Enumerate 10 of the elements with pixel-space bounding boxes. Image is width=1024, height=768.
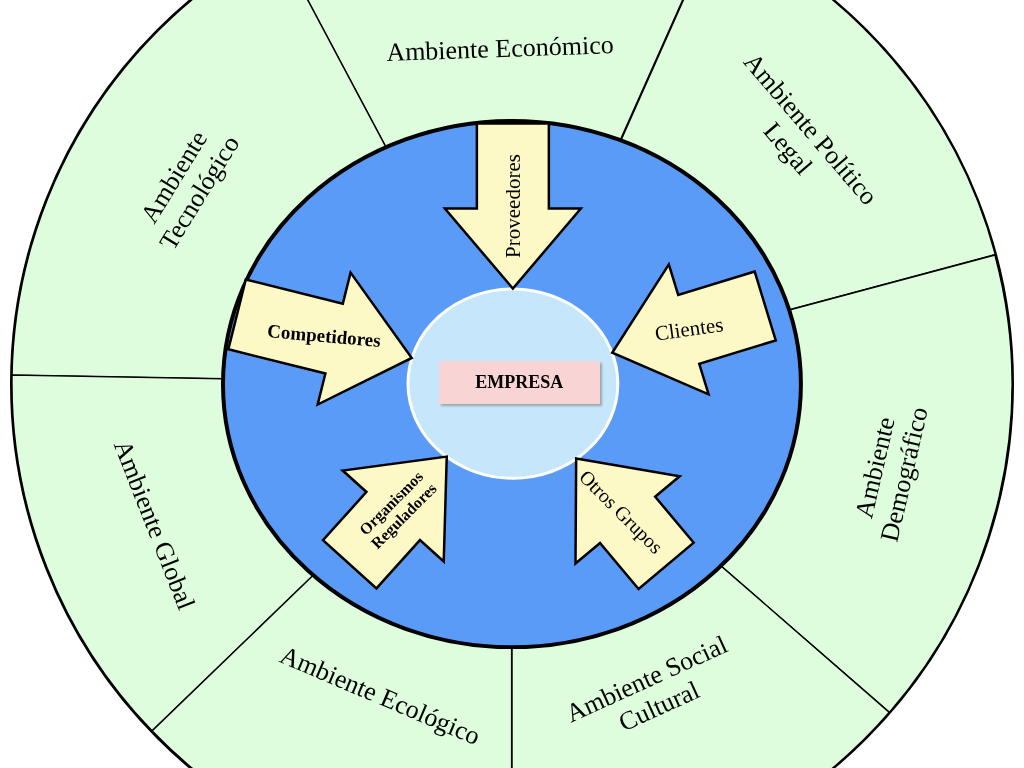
- edge-label: Proveedores: [500, 153, 525, 260]
- company-label: EMPRESA: [438, 360, 600, 404]
- segment-label: Ambiente Económico: [385, 30, 616, 68]
- block-arrow: [321, 455, 449, 591]
- edge-label: Clientes: [651, 311, 726, 348]
- edge-label: Competidores: [265, 319, 383, 354]
- block-arrow: [226, 269, 414, 407]
- block-arrow: [574, 457, 696, 591]
- block-arrow: [610, 261, 778, 397]
- block-arrow: [442, 122, 584, 291]
